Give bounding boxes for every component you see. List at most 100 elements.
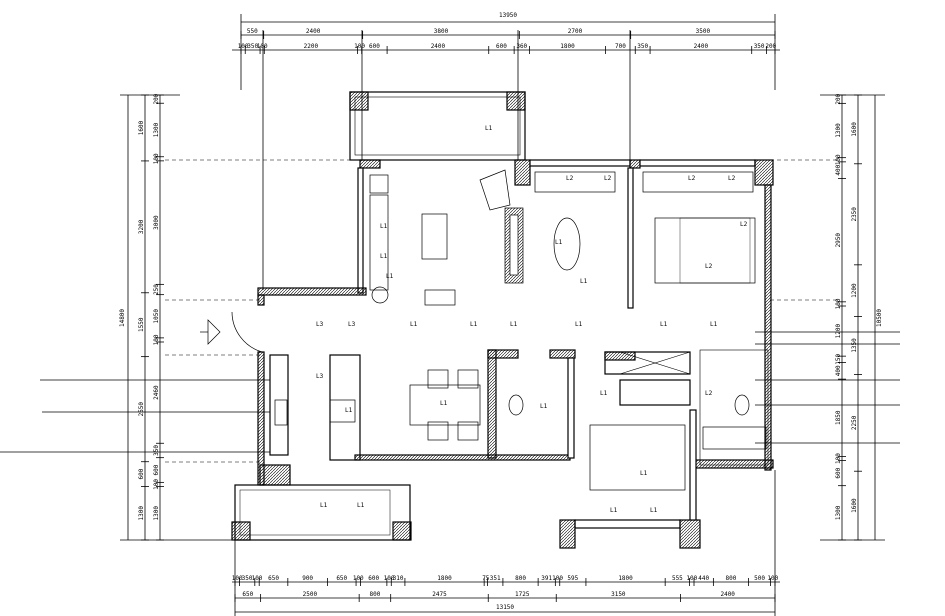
dimension-label: 1800 xyxy=(437,575,452,582)
dimension-label: 75 xyxy=(482,575,490,582)
dimension-label: 3800 xyxy=(434,28,449,35)
dimension-label: 600 xyxy=(368,575,379,582)
column xyxy=(392,521,412,541)
fixture-label: L1 xyxy=(440,400,448,407)
dimension-label: 100 xyxy=(252,575,263,582)
dimension-label: 2700 xyxy=(568,28,583,35)
dimension-ticks xyxy=(141,31,862,602)
dimension-label: 100 xyxy=(153,334,160,345)
dimension-label: 2460 xyxy=(153,385,160,400)
dimension-label: 2400 xyxy=(720,591,735,598)
dimension-label: 100 xyxy=(835,453,842,464)
dimension-label: 440 xyxy=(698,575,709,582)
fixture-label: L1 xyxy=(510,321,518,328)
fixture-label: L1 xyxy=(410,321,418,328)
fixture-label: L1 xyxy=(640,470,648,477)
column xyxy=(231,521,251,541)
toilet xyxy=(508,394,524,416)
bathtub xyxy=(702,426,767,450)
dimension-label: 3150 xyxy=(611,591,626,598)
dimension-label: 100 xyxy=(257,43,268,50)
fixture-label: L3 xyxy=(316,373,324,380)
dimension-label: 350 xyxy=(637,43,648,50)
fixture-label: L1 xyxy=(660,321,668,328)
fixture-label: L1 xyxy=(555,239,563,246)
dimension-label: 1200 xyxy=(835,323,842,338)
fixture-label: L1 xyxy=(320,502,328,509)
dimension-label: 350 xyxy=(153,445,160,456)
dimension-label: 900 xyxy=(302,575,313,582)
dimension-label: 100 xyxy=(767,575,778,582)
dimension-label: 350 xyxy=(242,575,253,582)
dimension-label: 1725 xyxy=(515,591,530,598)
dimension-label: 100 xyxy=(238,43,249,50)
dimension-label: 1050 xyxy=(153,309,160,324)
fixture-label: L2 xyxy=(705,263,713,270)
fixture-label: L1 xyxy=(470,321,478,328)
bed xyxy=(589,424,686,491)
dimension-label: 310 xyxy=(393,575,404,582)
fixture-label: L1 xyxy=(386,273,394,280)
dimension-label: 100 xyxy=(552,575,563,582)
fixture-label: L1 xyxy=(357,502,365,509)
dimension-label: 2500 xyxy=(303,591,318,598)
dimension-label: 1800 xyxy=(618,575,633,582)
fixture-label: L1 xyxy=(710,321,718,328)
dimension-label: 100 xyxy=(354,43,365,50)
dimension-label: 1550 xyxy=(138,317,145,332)
fixture-label: L1 xyxy=(580,278,588,285)
fixture-label: L2 xyxy=(705,390,713,397)
fixture-label: L1 xyxy=(380,223,388,230)
overall-width-top: 13950 xyxy=(499,12,517,19)
dimension-label: 800 xyxy=(515,575,526,582)
dimension-label: 100 xyxy=(353,575,364,582)
dimension-label: 1300 xyxy=(835,505,842,520)
dimension-label: 1850 xyxy=(835,410,842,425)
dimension-label: 595 xyxy=(567,575,578,582)
dimension-label: 100 xyxy=(153,479,160,490)
dimension-label: 600 xyxy=(369,43,380,50)
fixture-label: L1 xyxy=(540,403,548,410)
dimension-label: 350 xyxy=(754,43,765,50)
dimension-label: 650 xyxy=(336,575,347,582)
dimension-label: 360 xyxy=(516,43,527,50)
fixture-label: L2 xyxy=(728,175,736,182)
dimension-label: 200 xyxy=(765,43,776,50)
axis-lines xyxy=(165,159,840,463)
fixture-label: L2 xyxy=(566,175,574,182)
dimension-label: 600 xyxy=(835,467,842,478)
fixture-label: L1 xyxy=(610,507,618,514)
dimension-label: 1350 xyxy=(851,338,858,353)
dimension-label: 2400 xyxy=(306,28,321,35)
dimension-label: 150 xyxy=(835,353,842,364)
column xyxy=(349,91,369,111)
fixture-label: L2 xyxy=(740,221,748,228)
dimension-label: 2400 xyxy=(694,43,709,50)
dimension-label: 2250 xyxy=(851,415,858,430)
fixture-label: L3 xyxy=(348,321,356,328)
fixture-label: L1 xyxy=(485,125,493,132)
dimension-label: 600 xyxy=(138,468,145,479)
dimension-label: 100 xyxy=(153,153,160,164)
dimension-label: 500 xyxy=(754,575,765,582)
fixture-label: L1 xyxy=(575,321,583,328)
dimension-label: 1600 xyxy=(851,122,858,137)
overall-width-bottom: 13150 xyxy=(496,604,514,611)
fixture-label: L1 xyxy=(380,253,388,260)
dimension-label: 1600 xyxy=(138,120,145,135)
fixture-label: L1 xyxy=(650,507,658,514)
dimension-label: 1200 xyxy=(851,283,858,298)
furniture xyxy=(200,169,767,491)
fixture-label: L1 xyxy=(345,407,353,414)
dimension-label: 2950 xyxy=(835,233,842,248)
dimension-label: 1300 xyxy=(835,123,842,138)
column xyxy=(506,91,526,111)
dimension-label: 1800 xyxy=(560,43,575,50)
dimension-label: 2200 xyxy=(304,43,319,50)
dimension-label: 1300 xyxy=(138,506,145,521)
dimension-label: 100 xyxy=(835,298,842,309)
dimension-label: 391 xyxy=(541,575,552,582)
